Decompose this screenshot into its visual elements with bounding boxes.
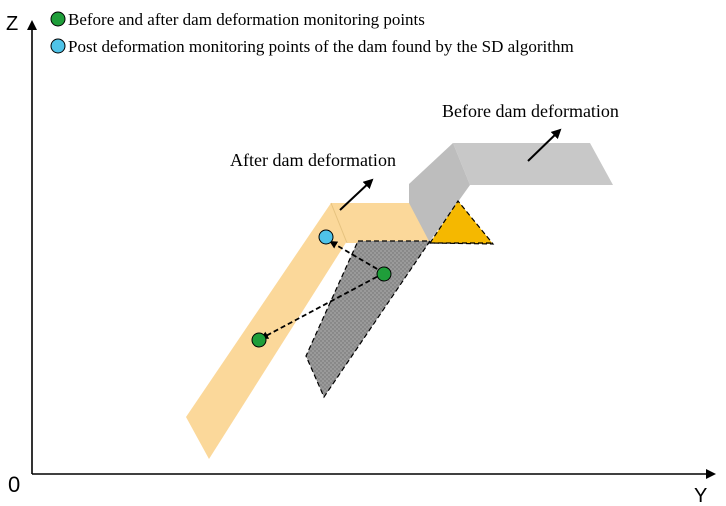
z-axis-label: Z	[6, 13, 18, 35]
after-dam-top	[331, 203, 430, 243]
after-dam-edge	[330, 202, 348, 244]
legend: Before and after dam deformation monitor…	[50, 10, 574, 56]
sd-monitoring-point	[318, 229, 334, 245]
after-direction-arrow	[339, 178, 374, 211]
before-dam-label: Before dam deformation	[442, 101, 619, 121]
legend-sd-point-label: Post deformation monitoring points of th…	[68, 37, 574, 56]
dashed-dam-body	[305, 240, 432, 399]
y-axis-label: Y	[694, 485, 707, 506]
origin-label: 0	[8, 472, 20, 497]
legend-sd-point-icon	[50, 38, 66, 54]
before-dam-slope-segment	[409, 143, 470, 241]
monitoring-point-upper	[376, 266, 392, 282]
displacement-vector-b	[329, 240, 385, 274]
before-direction-arrow	[527, 128, 562, 162]
after-dam-label: After dam deformation	[230, 150, 396, 170]
displacement-vector-a	[260, 272, 385, 339]
legend-monitoring-point-label: Before and after dam deformation monitor…	[68, 10, 425, 29]
after-dam-slope	[186, 203, 347, 459]
deformation-wedge	[428, 199, 495, 245]
legend-monitoring-point-icon	[50, 11, 66, 27]
before-dam-top-segment	[453, 143, 613, 185]
monitoring-point-lower	[251, 332, 267, 348]
